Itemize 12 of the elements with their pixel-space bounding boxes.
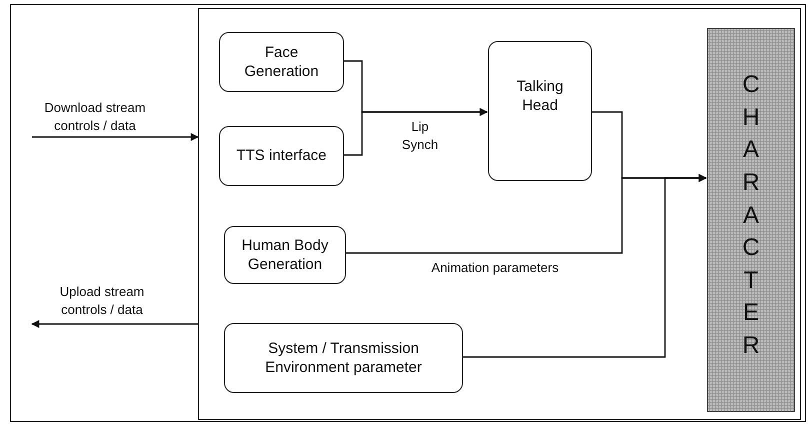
system-panel <box>198 8 801 420</box>
process-box: Talking Head <box>488 41 592 181</box>
arrow <box>31 320 198 328</box>
vertical-label: CHARACTER <box>741 70 761 361</box>
arrow <box>32 133 199 141</box>
character-band <box>707 28 795 412</box>
process-box: Human Body Generation <box>224 226 346 284</box>
arrow <box>343 108 488 156</box>
arrow <box>462 174 707 358</box>
process-box: System / Transmission Environment parameter <box>224 323 463 393</box>
process-box: TTS interface <box>219 126 344 186</box>
process-box: Face Generation <box>219 32 344 92</box>
